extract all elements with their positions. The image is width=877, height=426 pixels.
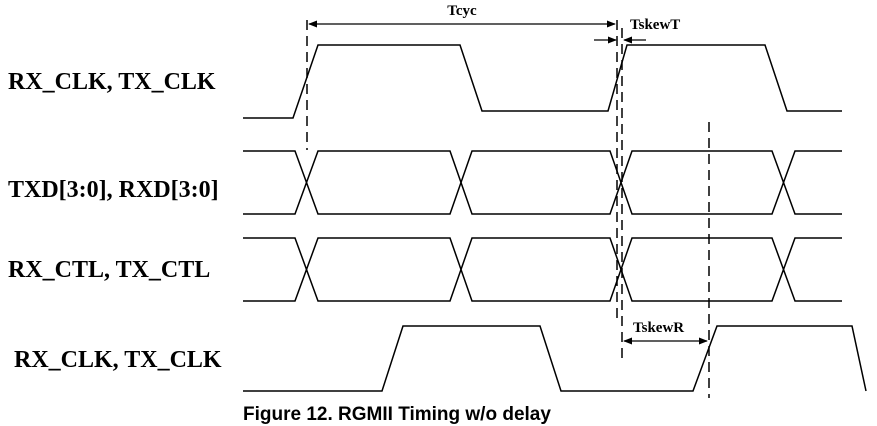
- ctl-waveform: [243, 237, 842, 302]
- signal-label-ctl: RX_CTL, TX_CTL: [8, 257, 210, 283]
- figure-caption: Figure 12. RGMII Timing w/o delay: [243, 404, 551, 425]
- data-bus-waveform: [243, 150, 842, 215]
- signal-label-clk-tx: RX_CLK, TX_CLK: [8, 69, 216, 95]
- tskewt-label: TskewT: [630, 17, 680, 33]
- signal-label-clk-rx: RX_CLK, TX_CLK: [14, 347, 222, 373]
- tskewr-label: TskewR: [633, 320, 684, 336]
- tcyc-label: Tcyc: [447, 3, 477, 19]
- clk-rx-waveform: [243, 325, 867, 392]
- clk-tx-waveform: [243, 44, 842, 119]
- signal-label-data: TXD[3:0], RXD[3:0]: [8, 177, 219, 203]
